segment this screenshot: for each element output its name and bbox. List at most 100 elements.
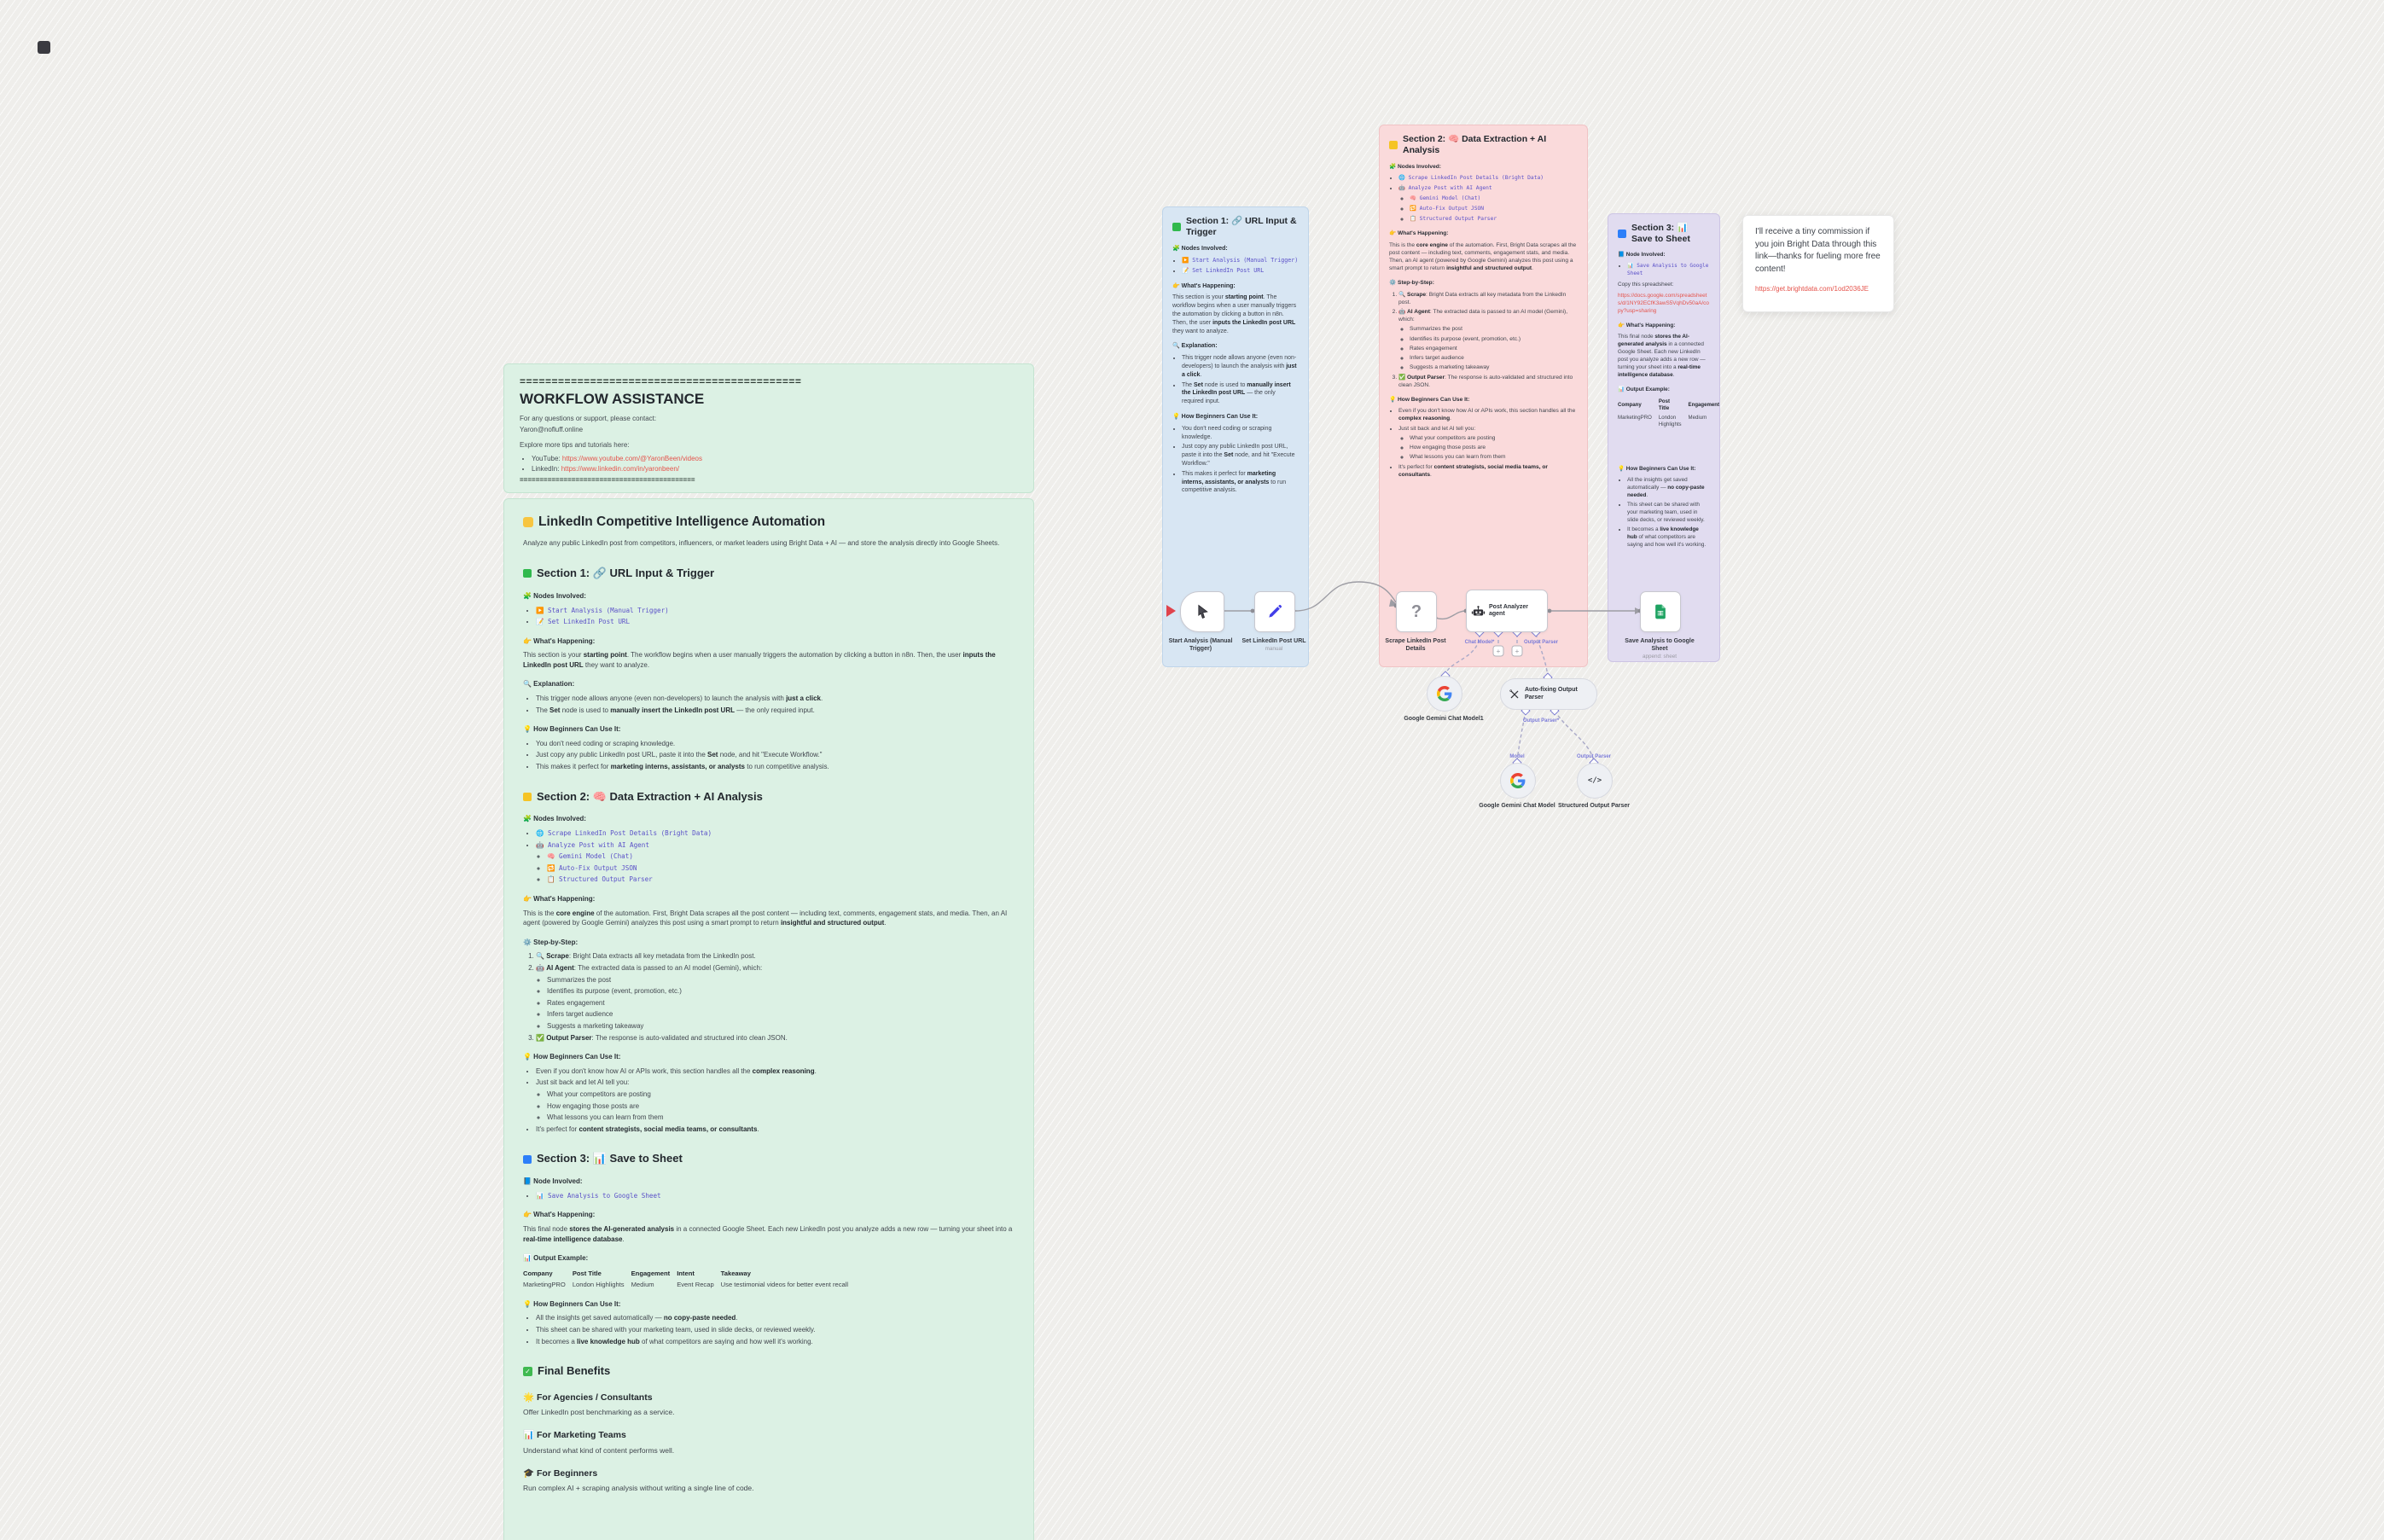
code-icon: </>: [1587, 776, 1602, 785]
node-label: Start Analysis (Manual Trigger): [1168, 638, 1233, 653]
doc-list: 📊 Save Analysis to Google Sheet: [1618, 263, 1710, 278]
sub-list-item: How engaging those posts are: [1410, 444, 1578, 451]
list-item: All the insights get saved automatically…: [536, 1313, 1015, 1323]
doc-list: All the insights get saved automatically…: [523, 1313, 1015, 1346]
node-save-to-sheet[interactable]: [1640, 591, 1681, 632]
list-item: 🤖 AI Agent: The extracted data is passed…: [1398, 308, 1578, 372]
node-label: Google Gemini Chat Model1: [1404, 716, 1484, 722]
doc-subheading: 🧩 Nodes Involved:: [1389, 164, 1441, 171]
linkedin-link[interactable]: https://www.linkedin.com/in/yaronbeen/: [561, 464, 679, 473]
list-item: 🤖 AI Agent: The extracted data is passed…: [536, 963, 1015, 1032]
list-item: This sheet can be shared with your marke…: [536, 1325, 1015, 1335]
google-icon: [1437, 686, 1452, 701]
doc-list: You don't need coding or scraping knowle…: [1172, 425, 1299, 495]
sub-list-item: Summarizes the post: [547, 975, 1015, 985]
sub-list-item: Infers target audience: [1410, 354, 1578, 362]
doc-subheading: 💡 How Beginners Can Use It:: [1618, 465, 1696, 472]
canvas-menu-icon[interactable]: [38, 41, 50, 54]
node-scrape-post[interactable]: ?: [1396, 591, 1437, 632]
node-set-url[interactable]: [1254, 591, 1295, 632]
sub-list-item: Identifies its purpose (event, promotion…: [1410, 335, 1578, 343]
doc-subheading: 📊 Output Example:: [1618, 386, 1670, 392]
question-icon: ?: [1410, 601, 1422, 621]
list-item: It becomes a live knowledge hub of what …: [1627, 526, 1710, 549]
list-item: 🔍 Scrape: Bright Data extracts all key m…: [536, 951, 1015, 962]
node-gemini-model-1[interactable]: [1427, 676, 1462, 712]
doc-intro: Analyze any public LinkedIn post from co…: [523, 539, 1000, 548]
list-item: This sheet can be shared with your marke…: [1627, 502, 1710, 525]
section-heading: Section 3: 📊 Save to Sheet: [523, 1151, 1015, 1167]
brightdata-link[interactable]: https://get.brightdata.com/1od2036JE: [1755, 285, 1869, 293]
list-item: 🤖 Analyze Post with AI Agent🧠 Gemini Mod…: [1398, 184, 1578, 223]
list-item: YouTube: https://www.youtube.com/@YaronB…: [532, 454, 1018, 463]
node-start-analysis[interactable]: [1180, 591, 1224, 632]
node-structured-parser[interactable]: </>: [1577, 763, 1613, 799]
doc-subheading: ⚙️ Step-by-Step:: [1389, 280, 1434, 287]
sub-list-item: What your competitors are posting: [1410, 434, 1578, 442]
sub-list-item: How engaging those posts are: [547, 1101, 1015, 1112]
list-item: Just copy any public LinkedIn post URL, …: [1182, 443, 1299, 468]
list-item: Even if you don't know how AI or APIs wo…: [536, 1066, 1015, 1077]
tutorial-links: YouTube: https://www.youtube.com/@YaronB…: [520, 454, 1018, 474]
sticky-note-main-doc[interactable]: LinkedIn Competitive Intelligence Automa…: [503, 498, 1034, 1540]
list-item: The Set node is used to manually insert …: [1182, 381, 1299, 406]
node-label: Structured Output Parser: [1557, 803, 1630, 809]
sticky-note-workflow-assistance[interactable]: ========================================…: [503, 363, 1034, 493]
node-gemini-model[interactable]: [1500, 763, 1536, 799]
list-item: 🌐 Scrape LinkedIn Post Details (Bright D…: [536, 828, 1015, 839]
sub-list-item: Summarizes the post: [1410, 325, 1578, 333]
list-item: 🔍 Scrape: Bright Data extracts all key m…: [1398, 291, 1578, 306]
doc-paragraph: This is the core engine of the automatio…: [1389, 241, 1577, 272]
sub-list-item: Rates engagement: [547, 998, 1015, 1008]
doc-subheading: 💡 How Beginners Can Use It:: [1172, 414, 1259, 420]
doc-subheading: 📊 Output Example:: [523, 1254, 589, 1263]
list-item: You don't need coding or scraping knowle…: [1182, 425, 1299, 442]
sticky-note-section1[interactable]: Section 1: 🔗 URL Input & Trigger🧩 Nodes …: [1162, 206, 1309, 667]
doc-subheading: 👉 What's Happening:: [1618, 323, 1676, 329]
node-autofix-parser[interactable]: Auto-fixing Output Parser: [1500, 678, 1597, 710]
benefit-text: Understand what kind of content performs…: [523, 1445, 675, 1455]
cursor-icon: [1198, 604, 1208, 619]
section-heading: Section 1: 🔗 URL Input & Trigger: [523, 566, 1015, 582]
divider-line: ========================================…: [520, 475, 695, 484]
section-color-square: [1618, 230, 1626, 239]
list-item: ✅ Output Parser: The response is auto-va…: [1398, 374, 1578, 389]
doc-paragraph: Copy this spreadsheet:: [1618, 282, 1674, 288]
node-label: Scrape LinkedIn Post Details: [1385, 638, 1446, 653]
doc-paragraph: This is the core engine of the automatio…: [523, 909, 1008, 927]
doc-list: 📊 Save Analysis to Google Sheet: [523, 1191, 1015, 1201]
doc-link[interactable]: https://docs.google.com/spreadsheets/d/1…: [1618, 293, 1709, 315]
google-sheets-icon: [1655, 604, 1666, 619]
divider-line: ========================================…: [520, 375, 802, 387]
doc-list: Even if you don't know how AI or APIs wo…: [1389, 407, 1578, 479]
section-heading: Section 3: 📊 Save to Sheet: [1618, 223, 1710, 245]
youtube-link[interactable]: https://www.youtube.com/@YaronBeen/video…: [561, 454, 702, 462]
sub-list-item: What your competitors are posting: [547, 1090, 1015, 1100]
list-item: ▶️ Start Analysis (Manual Trigger): [1182, 257, 1299, 265]
sticky-note-section3[interactable]: Section 3: 📊 Save to Sheet📘 Node Involve…: [1608, 213, 1720, 662]
doc-subheading: 👉 What's Happening:: [1389, 230, 1449, 237]
port-label-model: Model: [1509, 754, 1525, 759]
doc-subheading: ⚙️ Step-by-Step:: [523, 938, 579, 946]
sub-list-item: 📋 Structured Output Parser: [1410, 215, 1578, 224]
section-color-square: [523, 793, 532, 802]
node-label: Google Gemini Chat Model: [1479, 803, 1555, 809]
sticky-note-section2[interactable]: Section 2: 🧠 Data Extraction + AI Analys…: [1379, 125, 1588, 667]
tools-icon: [1509, 689, 1519, 698]
node-post-analyzer-agent[interactable]: Post Analyzer agent: [1466, 590, 1548, 632]
doc-list: This trigger node allows anyone (even no…: [1172, 354, 1299, 406]
doc-subheading: 🧩 Nodes Involved:: [1172, 246, 1228, 253]
doc-list: You don't need coding or scraping knowle…: [523, 739, 1015, 772]
list-item: The Set node is used to manually insert …: [536, 706, 1015, 716]
sticky-note-affiliate[interactable]: I'll receive a tiny commission if you jo…: [1742, 215, 1894, 312]
benefit-heading: 🎓 For Beginners: [523, 1468, 598, 1479]
benefit-heading: 🌟 For Agencies / Consultants: [523, 1392, 653, 1403]
sub-list-item: 🔁 Auto-Fix Output JSON: [1410, 205, 1578, 213]
doc-list: All the insights get saved automatically…: [1618, 477, 1710, 549]
sub-list-item: Suggests a marketing takeaway: [547, 1021, 1015, 1032]
